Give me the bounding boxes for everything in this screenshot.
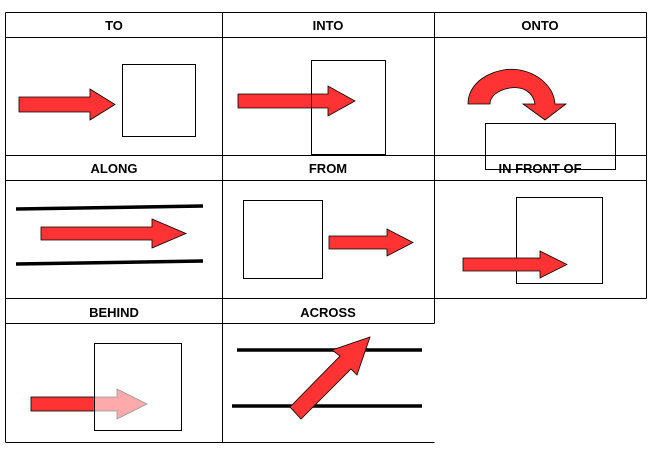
in-front-of-illustration [462,197,603,284]
box-shape [311,60,386,155]
table-grid [5,12,647,443]
label-onto: ONTO [521,18,558,33]
into-illustration [237,60,386,155]
onto-illustration [467,68,616,170]
line-shape [15,259,204,266]
label-in-front-of: IN FRONT OF [498,161,581,176]
across-illustration [232,336,422,420]
arrow-icon [328,228,414,257]
to-illustration [18,64,196,137]
arrow-tail-icon [30,396,95,412]
along-illustration [15,204,204,266]
box-shape [94,343,182,431]
box-shape [485,123,616,170]
arrow-icon [40,218,188,249]
label-across: ACROSS [300,305,356,320]
arrow-icon [237,85,356,117]
curved-arrow-icon [467,68,568,121]
label-into: INTO [313,18,344,33]
from-illustration [243,200,414,279]
behind-illustration [30,343,182,431]
arrow-icon [462,250,568,279]
arrow-icon [289,336,371,420]
box-shape [243,200,323,279]
label-to: TO [105,18,123,33]
faded-arrow-icon [93,388,148,420]
box-shape [516,197,603,284]
label-along: ALONG [91,161,138,176]
line-shape [15,204,204,211]
arrow-icon [18,88,116,121]
label-behind: BEHIND [89,305,139,320]
box-shape [122,64,196,137]
label-from: FROM [309,161,347,176]
